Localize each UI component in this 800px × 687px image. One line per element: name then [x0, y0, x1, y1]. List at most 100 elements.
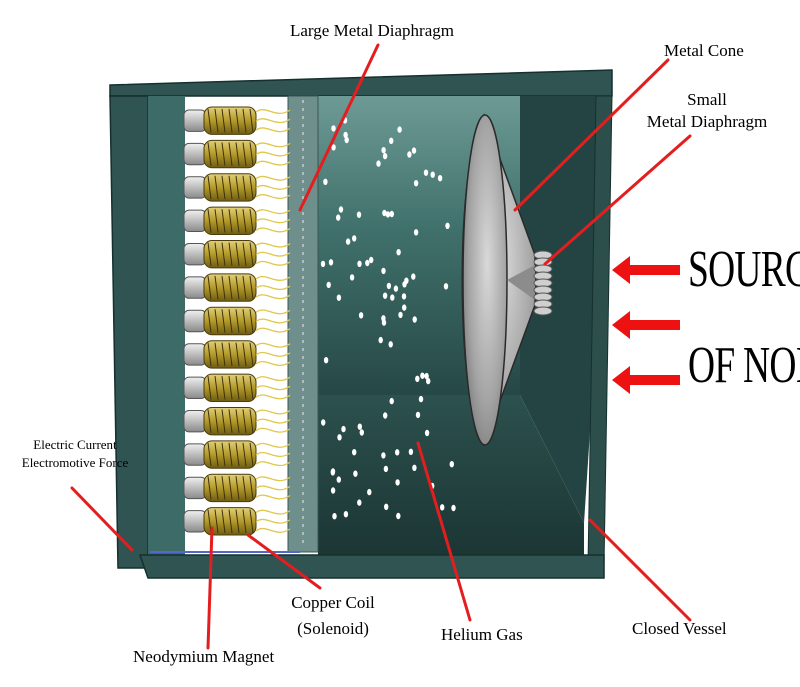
neodymium-magnet	[183, 476, 207, 500]
neodymium-magnet	[183, 376, 207, 399]
helium-particle	[393, 285, 399, 292]
helium-particle	[390, 294, 395, 301]
helium-particle	[413, 229, 419, 236]
helium-particle	[330, 487, 336, 494]
helium-particle	[445, 222, 450, 229]
helium-particle	[449, 461, 454, 468]
label-small-metal-diaphragm-1: Small	[687, 90, 727, 109]
helium-particle	[353, 470, 358, 477]
label-closed-vessel: Closed Vessel	[632, 619, 727, 638]
pointer-small-diaphragm	[543, 134, 692, 266]
neodymium-magnet	[183, 343, 207, 366]
coil-stack	[150, 106, 300, 553]
helium-particle	[401, 293, 407, 300]
coil-unit	[183, 206, 291, 236]
helium-particle	[407, 151, 412, 158]
pointer-copper-coil	[246, 533, 322, 590]
helium-particle	[345, 238, 351, 245]
helium-particle	[352, 449, 357, 456]
helium-particle	[336, 294, 342, 301]
coil-unit	[183, 173, 291, 202]
helium-particle	[420, 372, 425, 379]
vessel-right-wall	[520, 96, 612, 523]
helium-particle	[336, 214, 341, 221]
helium-particle	[408, 448, 414, 455]
helium-particle	[349, 274, 355, 281]
helium-particle	[396, 249, 401, 256]
helium-particle	[389, 397, 394, 405]
helium-particle	[443, 283, 449, 290]
pointer-electric-current	[70, 486, 134, 552]
helium-particle	[395, 479, 400, 486]
helium-particle	[356, 211, 362, 218]
helium-particle	[381, 452, 386, 459]
coil-unit	[183, 306, 291, 336]
vessel-left-frame	[109, 95, 149, 569]
helium-gas-particles	[320, 117, 456, 520]
helium-particle	[326, 281, 331, 289]
helium-particle	[411, 147, 417, 154]
helium-particle	[451, 504, 456, 512]
helium-particle	[389, 137, 394, 144]
helium-particle	[357, 499, 362, 506]
coil-unit	[183, 273, 291, 302]
coil-unit	[183, 373, 291, 402]
neodymium-magnet	[183, 409, 207, 433]
helium-particle	[343, 511, 349, 518]
helium-particle	[338, 206, 344, 213]
label-electric-current-2: Electromotive Force	[21, 455, 129, 470]
coil-unit	[183, 507, 291, 536]
helium-particle	[385, 211, 391, 218]
helium-particle	[358, 312, 364, 319]
helium-particle	[411, 273, 416, 280]
helium-particle	[382, 292, 388, 299]
noise-arrows	[612, 256, 680, 394]
helium-particle	[381, 147, 386, 154]
helium-particle	[328, 259, 334, 266]
neodymium-magnet	[183, 510, 207, 533]
helium-particle	[320, 260, 326, 268]
helium-particle	[383, 412, 388, 419]
neodymium-magnet	[183, 276, 207, 299]
helium-particle	[341, 425, 346, 433]
coil-unit	[183, 473, 291, 503]
pointer-closed-vessel	[588, 518, 692, 622]
neodymium-magnet	[183, 443, 207, 466]
helium-particle	[369, 256, 374, 264]
helium-particle	[383, 465, 389, 473]
helium-particle	[331, 144, 336, 151]
helium-particle	[440, 504, 445, 511]
helium-particle	[404, 277, 409, 284]
label-of-noise: OF NOISE	[688, 337, 800, 394]
helium-particle	[381, 267, 386, 275]
neodymium-magnet	[183, 243, 207, 266]
helium-particle	[412, 464, 417, 471]
helium-particle	[396, 512, 401, 520]
label-large-metal-diaphragm: Large Metal Diaphragm	[290, 21, 454, 40]
label-copper-coil-2: (Solenoid)	[297, 619, 369, 638]
coil-unit	[183, 340, 291, 369]
helium-particle	[382, 209, 387, 217]
helium-particle	[332, 513, 337, 520]
pointer-large-diaphragm	[298, 43, 380, 212]
small-metal-diaphragm	[533, 250, 553, 316]
noise-arrow	[612, 311, 680, 339]
helium-particle	[376, 160, 381, 167]
pointer-metal-cone	[513, 58, 670, 212]
label-source: SOURCE	[688, 241, 800, 298]
helium-particle	[386, 282, 392, 290]
helium-particle	[359, 429, 364, 436]
noise-arrow	[612, 366, 680, 394]
label-helium-gas: Helium Gas	[441, 625, 523, 644]
helium-particle	[343, 131, 348, 139]
helium-particle	[337, 434, 342, 441]
helium-particle	[398, 311, 403, 319]
helium-particle	[323, 357, 329, 364]
helium-particle	[344, 136, 349, 144]
helium-particle	[381, 315, 386, 322]
label-neodymium-magnet: Neodymium Magnet	[133, 647, 275, 666]
helium-particle	[384, 503, 389, 510]
helium-particle	[423, 169, 429, 176]
helium-particle	[415, 411, 421, 419]
